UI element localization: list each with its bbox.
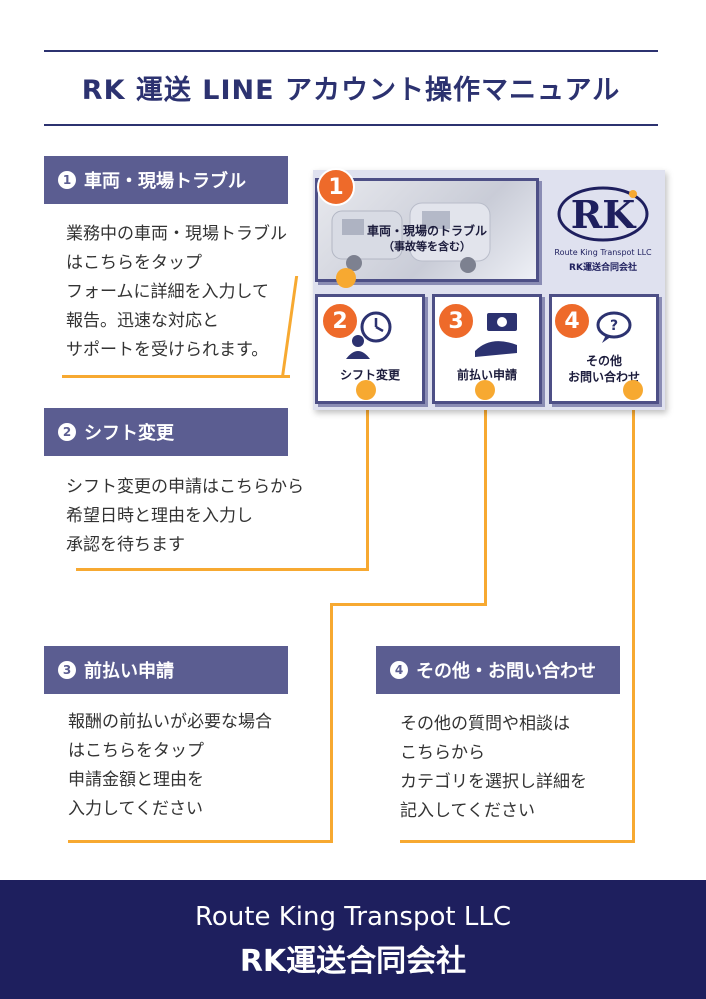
section-4-title: その他・お問い合わせ [416, 661, 596, 682]
menu-tile-trouble[interactable]: 車両・現場のトラブル （事故等を含む） [315, 178, 539, 282]
logo-letters: RK [571, 192, 638, 237]
title-top-rule [44, 50, 658, 52]
connector-dot-1 [336, 268, 356, 288]
section-4-number: 4 [390, 661, 408, 679]
footer-company-ja: RK運送合同会社 [239, 944, 467, 979]
connector-4-bottom-horizontal [400, 840, 635, 843]
rk-logo-icon: RK [557, 186, 649, 242]
connector-3-vertical [484, 390, 487, 605]
section-2-title: シフト変更 [84, 423, 174, 444]
company-logo: RK Route King Transpot LLC RK運送合同会社 [547, 178, 659, 276]
badge-3: 3 [437, 302, 475, 340]
tile-shift-label: シフト変更 [339, 368, 400, 382]
money-hand-icon [475, 313, 517, 357]
badge-2: 2 [321, 302, 359, 340]
tile-inquiry-label-2: お問い合わせ [567, 370, 640, 384]
connector-dot-4 [623, 380, 643, 400]
page-title: RK 運送 LINE アカウント操作マニュアル [81, 74, 621, 106]
clock-person-icon [346, 311, 392, 359]
logo-company-en: Route King Transpot LLC [554, 248, 652, 257]
section-4-body: その他の質問や相談は こちらから カテゴリを選択し詳細を 記入してください [400, 714, 587, 821]
badge-1: 1 [317, 168, 355, 206]
section-2-body: シフト変更の申請はこちらから 希望日時と理由を入力し 承認を待ちます [66, 477, 304, 555]
vehicle-photo-icon [331, 202, 491, 273]
section-3-number: 3 [58, 661, 76, 679]
section-1-title: 車両・現場トラブル [84, 171, 246, 192]
section-3-heading: 3 前払い申請 [44, 646, 288, 694]
rich-menu-preview: 車両・現場のトラブル （事故等を含む） 1 RK Route King Tran… [313, 168, 665, 410]
connector-2-horizontal [76, 568, 369, 571]
section-2-heading: 2 シフト変更 [44, 408, 288, 456]
connector-3-mid-horizontal [330, 603, 487, 606]
section-1-body: 業務中の車両・現場トラブル はこちらをタップ フォームに詳細を入力して 報告。迅… [66, 224, 287, 360]
title-bottom-rule [44, 124, 658, 126]
connector-2-vertical [366, 390, 369, 570]
section-1-heading: 1 車両・現場トラブル [44, 156, 288, 204]
section-3-body: 報酬の前払いが必要な場合 はこちらをタップ 申請金額と理由を 入力してください [68, 712, 272, 819]
connector-4-vertical [632, 390, 635, 842]
badge-4: 4 [553, 302, 591, 340]
footer: Route King Transpot LLC RK運送合同会社 [0, 880, 706, 999]
tile-advance-label: 前払い申請 [456, 368, 517, 382]
tile-trouble-label-2: （事故等を含む） [383, 240, 471, 253]
footer-company-en: Route King Transpot LLC [195, 902, 511, 932]
connector-3-lower-vertical [330, 603, 333, 843]
tile-trouble-label-1: 車両・現場のトラブル [366, 224, 487, 238]
svg-text:?: ? [610, 318, 618, 334]
section-1-number: 1 [58, 171, 76, 189]
connector-3-bottom-horizontal [68, 840, 333, 843]
section-3-title: 前払い申請 [84, 661, 174, 682]
connector-1-horizontal [62, 375, 290, 378]
logo-company-ja: RK運送合同会社 [569, 263, 637, 273]
section-2-number: 2 [58, 423, 76, 441]
connector-dot-2 [356, 380, 376, 400]
question-bubble-icon: ? [596, 311, 632, 343]
section-4-heading: 4 その他・お問い合わせ [376, 646, 620, 694]
tile-inquiry-label-1: その他 [585, 354, 622, 368]
connector-dot-3 [475, 380, 495, 400]
